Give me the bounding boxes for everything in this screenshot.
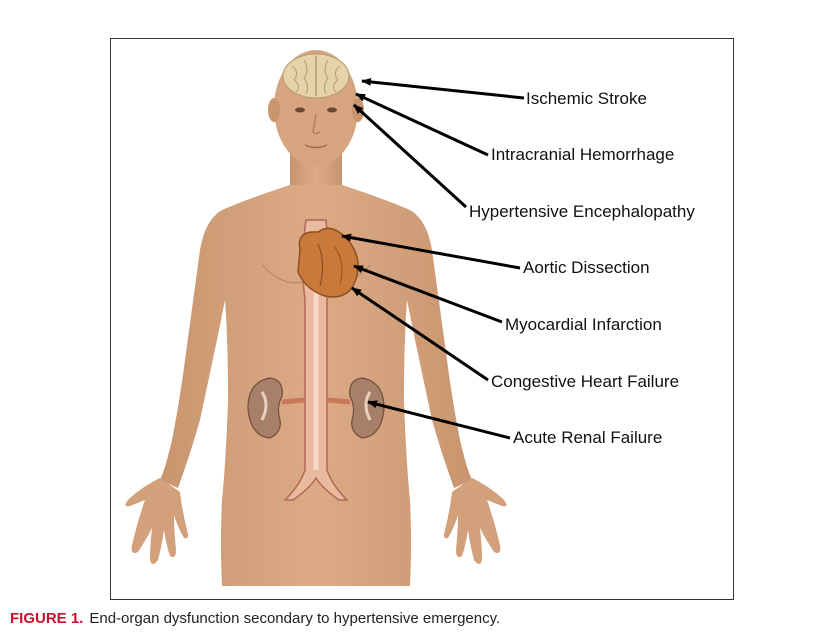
arrow-congestive-heart-failure [351,286,489,382]
brain-illustration [282,53,350,99]
right-eye [327,107,337,113]
arrow-intracranial-hemorrhage [355,92,489,157]
left-hand [125,478,188,564]
arrow-ischemic-stroke [361,77,525,100]
left-kidney-illustration [247,377,283,439]
nose [312,113,321,135]
label-ischemic-stroke: Ischemic Stroke [526,89,647,108]
caption-label: FIGURE 1. [10,610,84,627]
label-intracranial-hemorrhage: Intracranial Hemorrhage [491,145,674,164]
label-myocardial-infarction: Myocardial Infarction [505,315,662,334]
right-kidney-illustration [349,377,385,439]
right-hand [444,478,507,564]
arrow-hypertensive-encephalopathy [352,103,468,209]
left-eye [295,107,305,113]
arrow-myocardial-infarction [353,264,503,324]
arrow-acute-renal-failure [367,400,511,440]
labels: Ischemic Stroke Intracranial Hemorrhage … [469,89,695,447]
mouth [304,144,328,149]
label-congestive-heart-failure: Congestive Heart Failure [491,372,679,391]
figure-caption: FIGURE 1. End-organ dysfunction secondary… [10,610,500,627]
label-aortic-dissection: Aortic Dissection [523,258,650,277]
left-ear [268,98,280,122]
arrow-aortic-dissection [341,233,521,270]
label-hypertensive-encephalopathy: Hypertensive Encephalopathy [469,202,695,221]
label-acute-renal-failure: Acute Renal Failure [513,428,662,447]
caption-text: End-organ dysfunction secondary to hyper… [89,610,501,627]
arrows [341,77,525,440]
